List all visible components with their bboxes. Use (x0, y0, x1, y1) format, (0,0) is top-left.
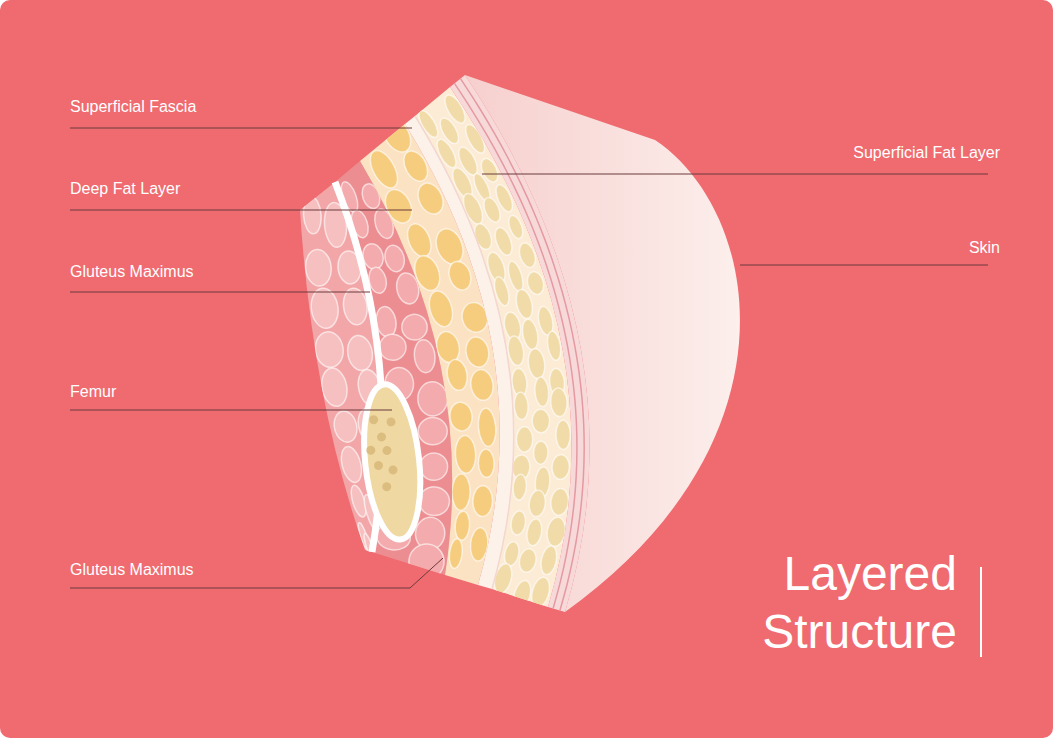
tissue-cell (304, 248, 333, 287)
tissue-cell (516, 427, 532, 452)
tissue-cell (506, 260, 526, 293)
tissue-cell (400, 313, 429, 342)
bone-marrow-dot (369, 415, 379, 425)
cell-group (415, 92, 570, 612)
leader-line (70, 292, 370, 293)
tissue-cell (382, 243, 407, 274)
tissue-cell (528, 489, 547, 517)
part-label: Deep Fat Layer (70, 179, 180, 199)
leader-line (740, 265, 988, 266)
bone-marrow-dot (382, 482, 392, 492)
leader-line (70, 558, 443, 588)
tissue-cell (403, 220, 436, 260)
bone-marrow-dot (386, 417, 396, 427)
tissue-cell (534, 377, 550, 408)
tissue-cell (302, 196, 322, 234)
skin-region (450, 75, 590, 612)
tissue-cell (410, 252, 444, 294)
tissue-cell (319, 366, 351, 409)
bone-marrow-dot (366, 445, 376, 455)
superficial-fat-region (415, 87, 572, 607)
tissue-cell (472, 485, 493, 516)
bone-marrow-dot (374, 460, 384, 470)
title-rule (980, 567, 982, 657)
tissue-cell (406, 541, 446, 582)
tissue-cell (309, 287, 341, 330)
tissue-cell (455, 435, 477, 474)
diagram-title: Layered Structure (717, 545, 957, 661)
bone-marrow-dot (377, 432, 387, 442)
tissue-cell (378, 333, 408, 362)
tissue-cell (533, 441, 548, 464)
part-label: Superficial Fat Layer (853, 143, 1000, 163)
tissue-cell (448, 538, 464, 569)
tissue-cell (478, 449, 495, 478)
tissue-cell (376, 112, 416, 157)
tissue-cell (463, 335, 491, 369)
tissue-cell (313, 330, 346, 370)
tissue-cell (520, 318, 540, 351)
tissue-cell (338, 444, 365, 484)
leader-line (70, 128, 412, 129)
tissue-cell (417, 381, 448, 417)
tissue-cell (448, 401, 473, 432)
tissue-cell (492, 275, 512, 307)
tissue-cell (550, 488, 570, 516)
tissue-cell (532, 409, 550, 433)
femur-bone (357, 382, 427, 543)
tissue-cell (425, 288, 456, 329)
leader-line (70, 410, 392, 411)
skin-line (455, 83, 577, 608)
tissue-cell (380, 185, 417, 227)
part-label: Gluteus Maximus (70, 262, 194, 282)
part-label: Superficial Fascia (70, 97, 196, 117)
tissue-cell (513, 392, 528, 420)
leader-line (482, 174, 988, 175)
tissue-cell (413, 339, 437, 374)
part-label: Gluteus Maximus (70, 560, 194, 580)
fascia-line (415, 116, 514, 589)
tissue-cell (418, 417, 447, 445)
bone-marrow-dot (382, 446, 392, 456)
tissue-cell (550, 387, 568, 417)
tissue-cell (556, 420, 571, 449)
tissue-cell (420, 452, 449, 480)
tissue-cell (477, 407, 498, 447)
leader-line (70, 210, 412, 211)
part-label: Skin (969, 238, 1000, 258)
femur-shape (357, 382, 427, 543)
tissue-cell (526, 348, 546, 380)
tissue-cell (511, 579, 534, 612)
tissue-cell (551, 454, 570, 479)
leader-group (70, 128, 988, 588)
bone-marrow-dot (388, 465, 398, 475)
tissue-cell (539, 545, 559, 576)
tissue-cell (512, 474, 528, 501)
tissue-cell (445, 258, 474, 293)
tissue-cell (452, 474, 471, 511)
tissue-cell (517, 547, 538, 574)
skin-line (461, 79, 585, 611)
tissue-cell (525, 518, 544, 547)
tissue-cell (454, 511, 470, 541)
tissue-cell (365, 146, 403, 192)
tissue-cell (469, 368, 496, 402)
tissue-cell (345, 333, 375, 372)
tissue-cell (525, 270, 546, 296)
part-label: Femur (70, 382, 116, 402)
tissue-cell (509, 510, 527, 536)
tissue-cell (331, 409, 360, 445)
tissue-cell (445, 358, 470, 392)
